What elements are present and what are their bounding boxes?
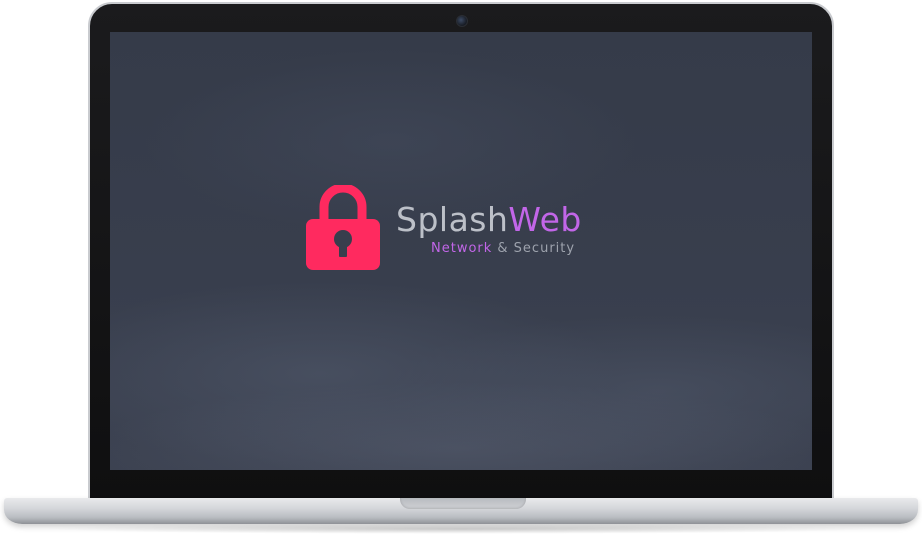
laptop-shadow [40,524,882,534]
tagline-part1: Network [431,241,493,256]
brand-name: SplashWeb [396,201,582,239]
splashweb-logo: SplashWeb Network & Security [305,185,605,275]
brand-tagline: Network & Security [431,241,575,257]
camera-icon [456,15,468,27]
laptop-screen: SplashWeb Network & Security [110,32,812,470]
padlock-keyhole-slot [339,241,347,257]
padlock-keyhole [334,230,352,248]
padlock-icon [306,185,380,270]
padlock-shackle [319,185,367,221]
tagline-part2: & Security [492,241,576,256]
laptop-base [4,498,918,524]
laptop-notch [400,498,526,509]
brand-name-part1: Splash [396,200,509,239]
brand-name-part2: Web [508,200,582,239]
